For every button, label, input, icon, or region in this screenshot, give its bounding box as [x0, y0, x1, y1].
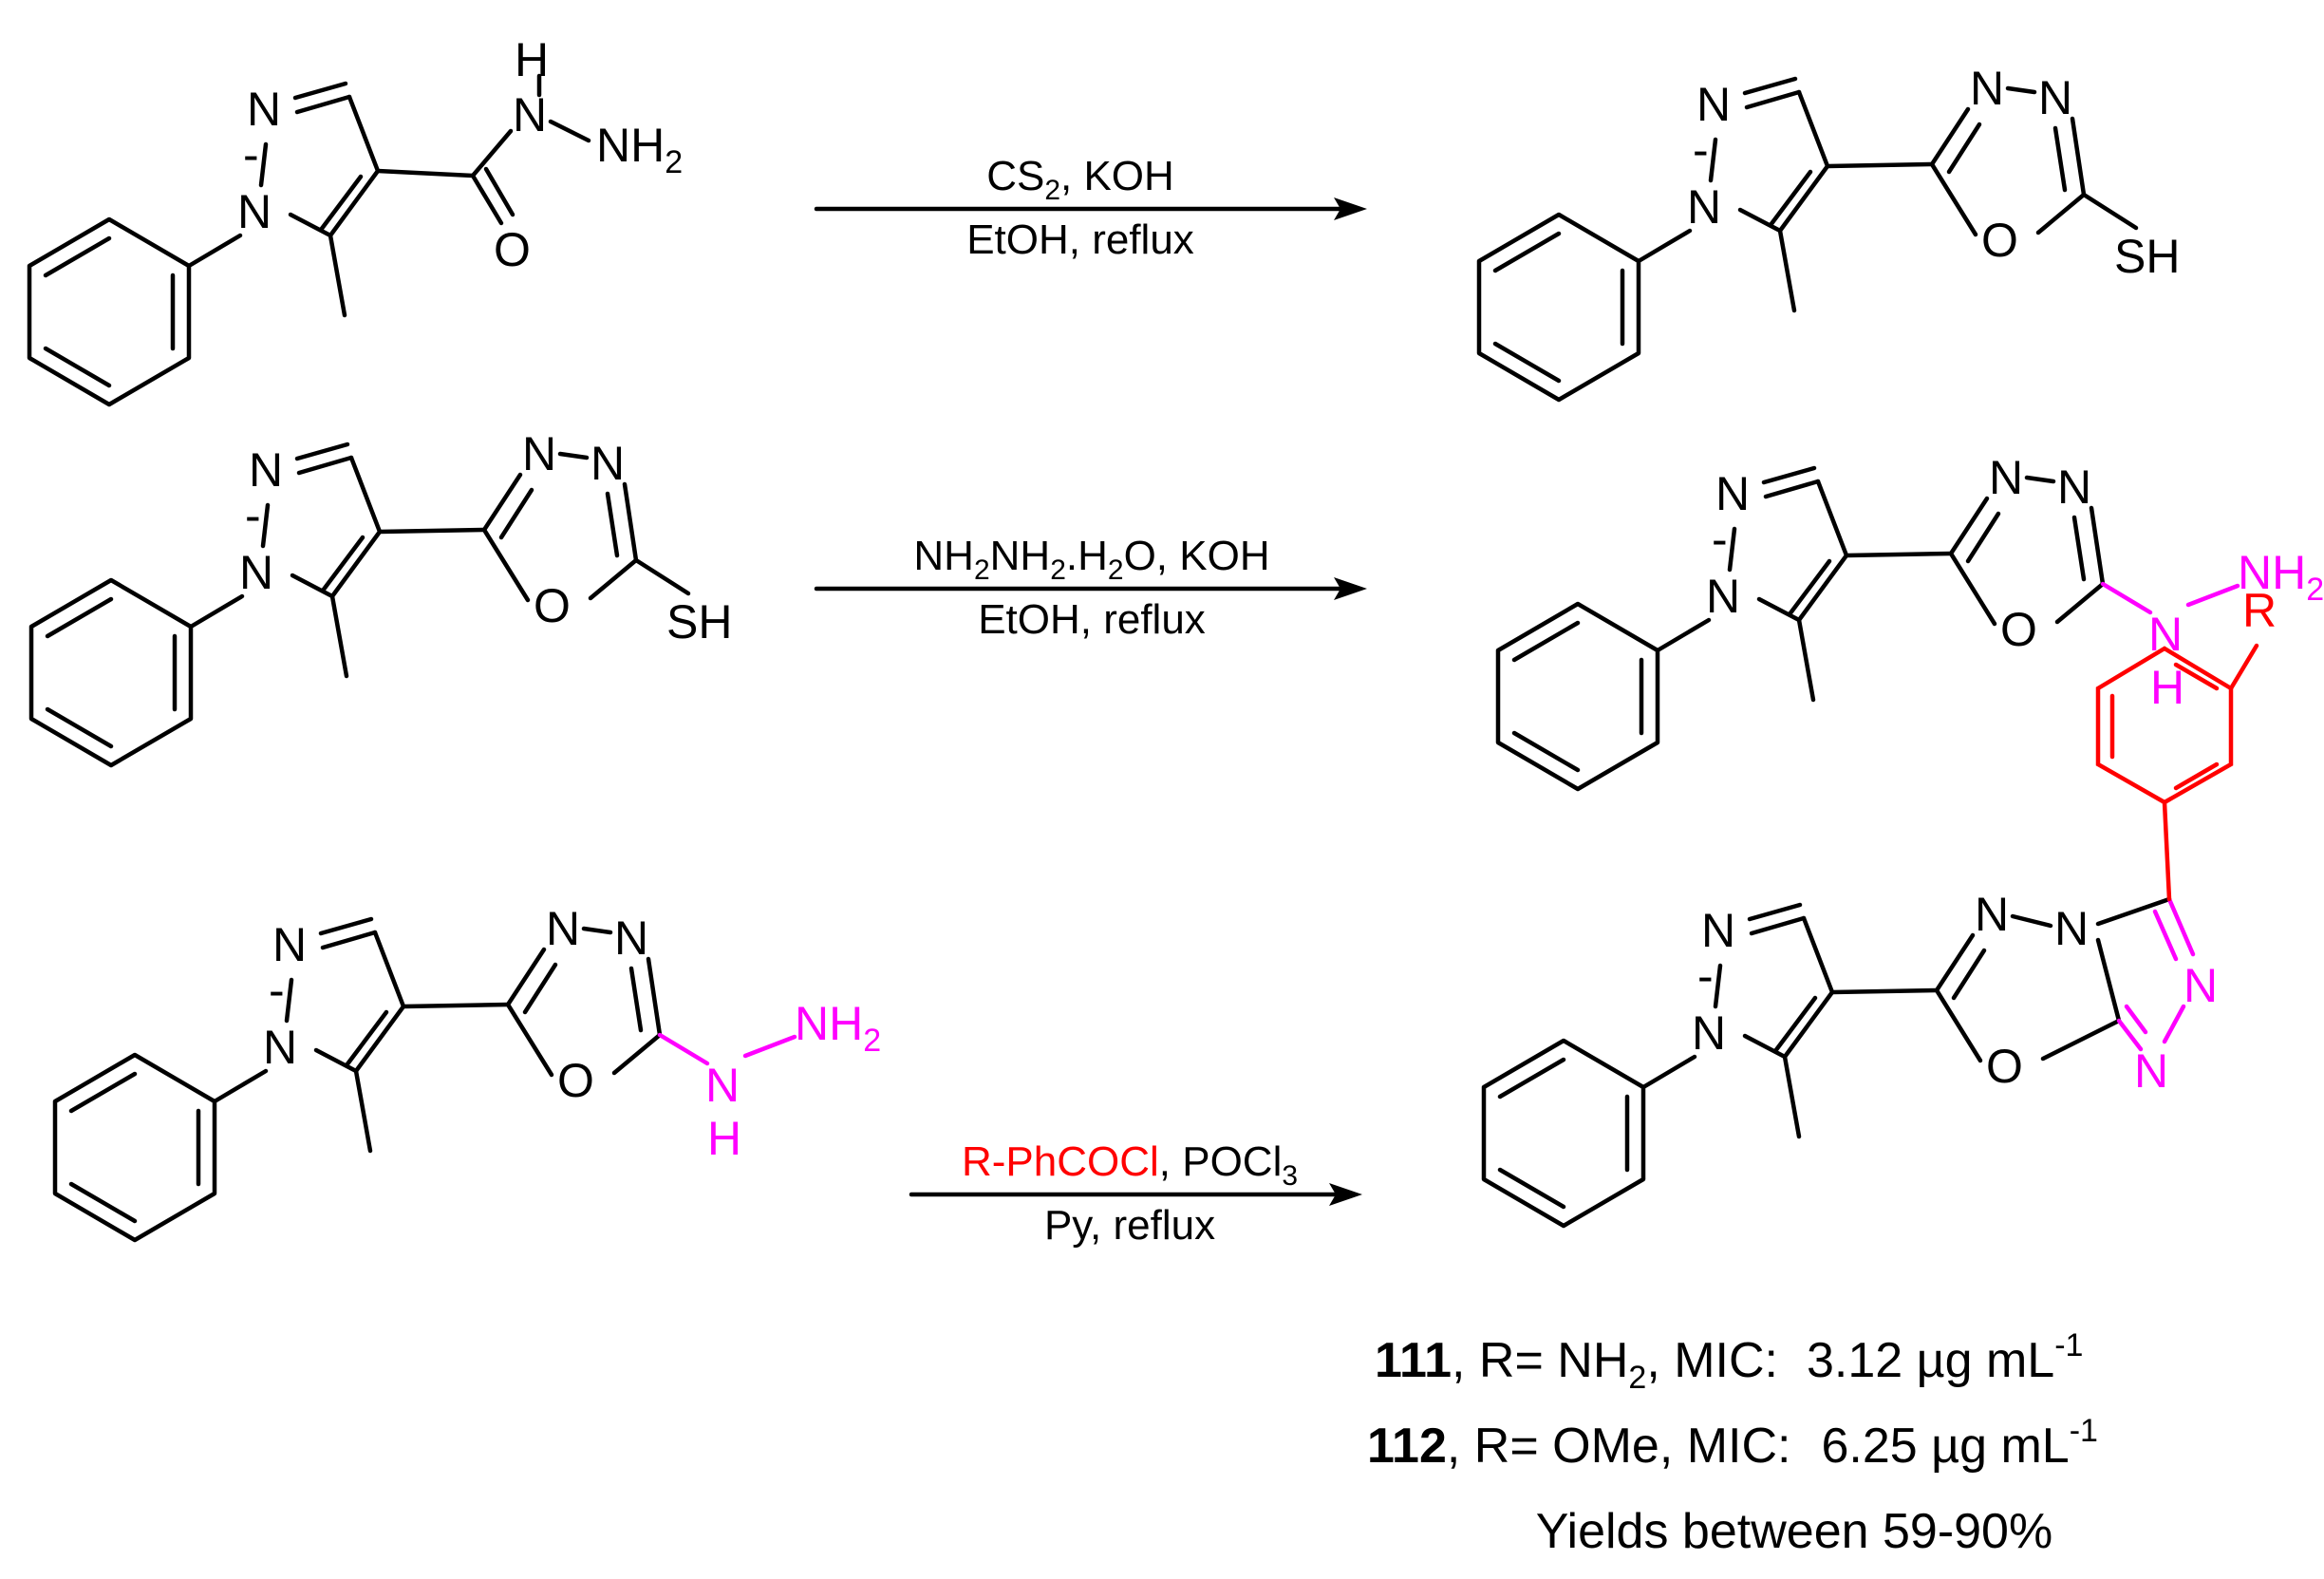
product-1-thiol: SH [1479, 62, 2180, 400]
compound-112-caption: 112, R= OMe, MIC:6.25 µg mL-1 [1367, 1413, 2098, 1474]
atom-o1: O [1986, 1040, 2023, 1093]
reactant-3-hydrazinyl: N H NH2 [55, 902, 881, 1240]
yield-note: Yields between 59-90% [1536, 1504, 2052, 1559]
reaction-arrow-3: R-PhCOCl, POCl3 Py, reflux [909, 1138, 1362, 1249]
product-2-hydrazinyl: N H NH2 [1498, 451, 2324, 789]
atom-h: H [515, 33, 549, 86]
conditions-2: EtOH, reflux [978, 596, 1206, 643]
conditions-1: EtOH, reflux [966, 216, 1194, 263]
atom-sh: SH [2114, 230, 2180, 283]
compound-legend: 111, R= NH2, MIC:3.12 µg mL-1 112, R= OM… [1367, 1327, 2098, 1559]
reaction-arrow-1: CS2, KOH EtOH, reflux [814, 153, 1367, 263]
reagents-1: CS2, KOH [986, 153, 1174, 206]
atom-n-fused: N [2054, 902, 2089, 955]
reactant-1: O N H NH2 [29, 33, 683, 404]
atom-n-hydrazine: N [2148, 608, 2183, 661]
atom-h-hydrazine: H [2150, 661, 2184, 714]
atom-nh2: NH2 [596, 119, 683, 180]
compound-111-caption: 111, R= NH2, MIC:3.12 µg mL-1 [1375, 1327, 2083, 1396]
atom-n-triazole-a: N [2183, 959, 2218, 1012]
reactant-2-thiol: SH [31, 427, 732, 765]
conditions-3: Py, reflux [1044, 1202, 1215, 1249]
product-3-triazolothiadiazole: N N O N N R [1484, 584, 2277, 1226]
atom-h-hydrazine: H [707, 1112, 741, 1165]
atom-r-substituent: R [2242, 584, 2277, 637]
atom-sh: SH [666, 595, 732, 649]
reaction-arrow-2: NH2NH2.H2O, KOH EtOH, reflux [814, 533, 1367, 643]
atom-nh2-hydrazine: NH2 [795, 997, 881, 1059]
atom-nh2-hydrazine: NH2 [2238, 546, 2324, 608]
atom-o: O [494, 223, 531, 276]
atom-n3: N [1975, 888, 2009, 941]
reagents-2: NH2NH2.H2O, KOH [913, 533, 1269, 586]
atom-n-hydrazine: N [705, 1059, 740, 1112]
atom-n-triazole-b: N [2134, 1044, 2168, 1098]
reagents-3: R-PhCOCl, POCl3 [962, 1138, 1298, 1192]
atom-nh: N [513, 88, 547, 141]
